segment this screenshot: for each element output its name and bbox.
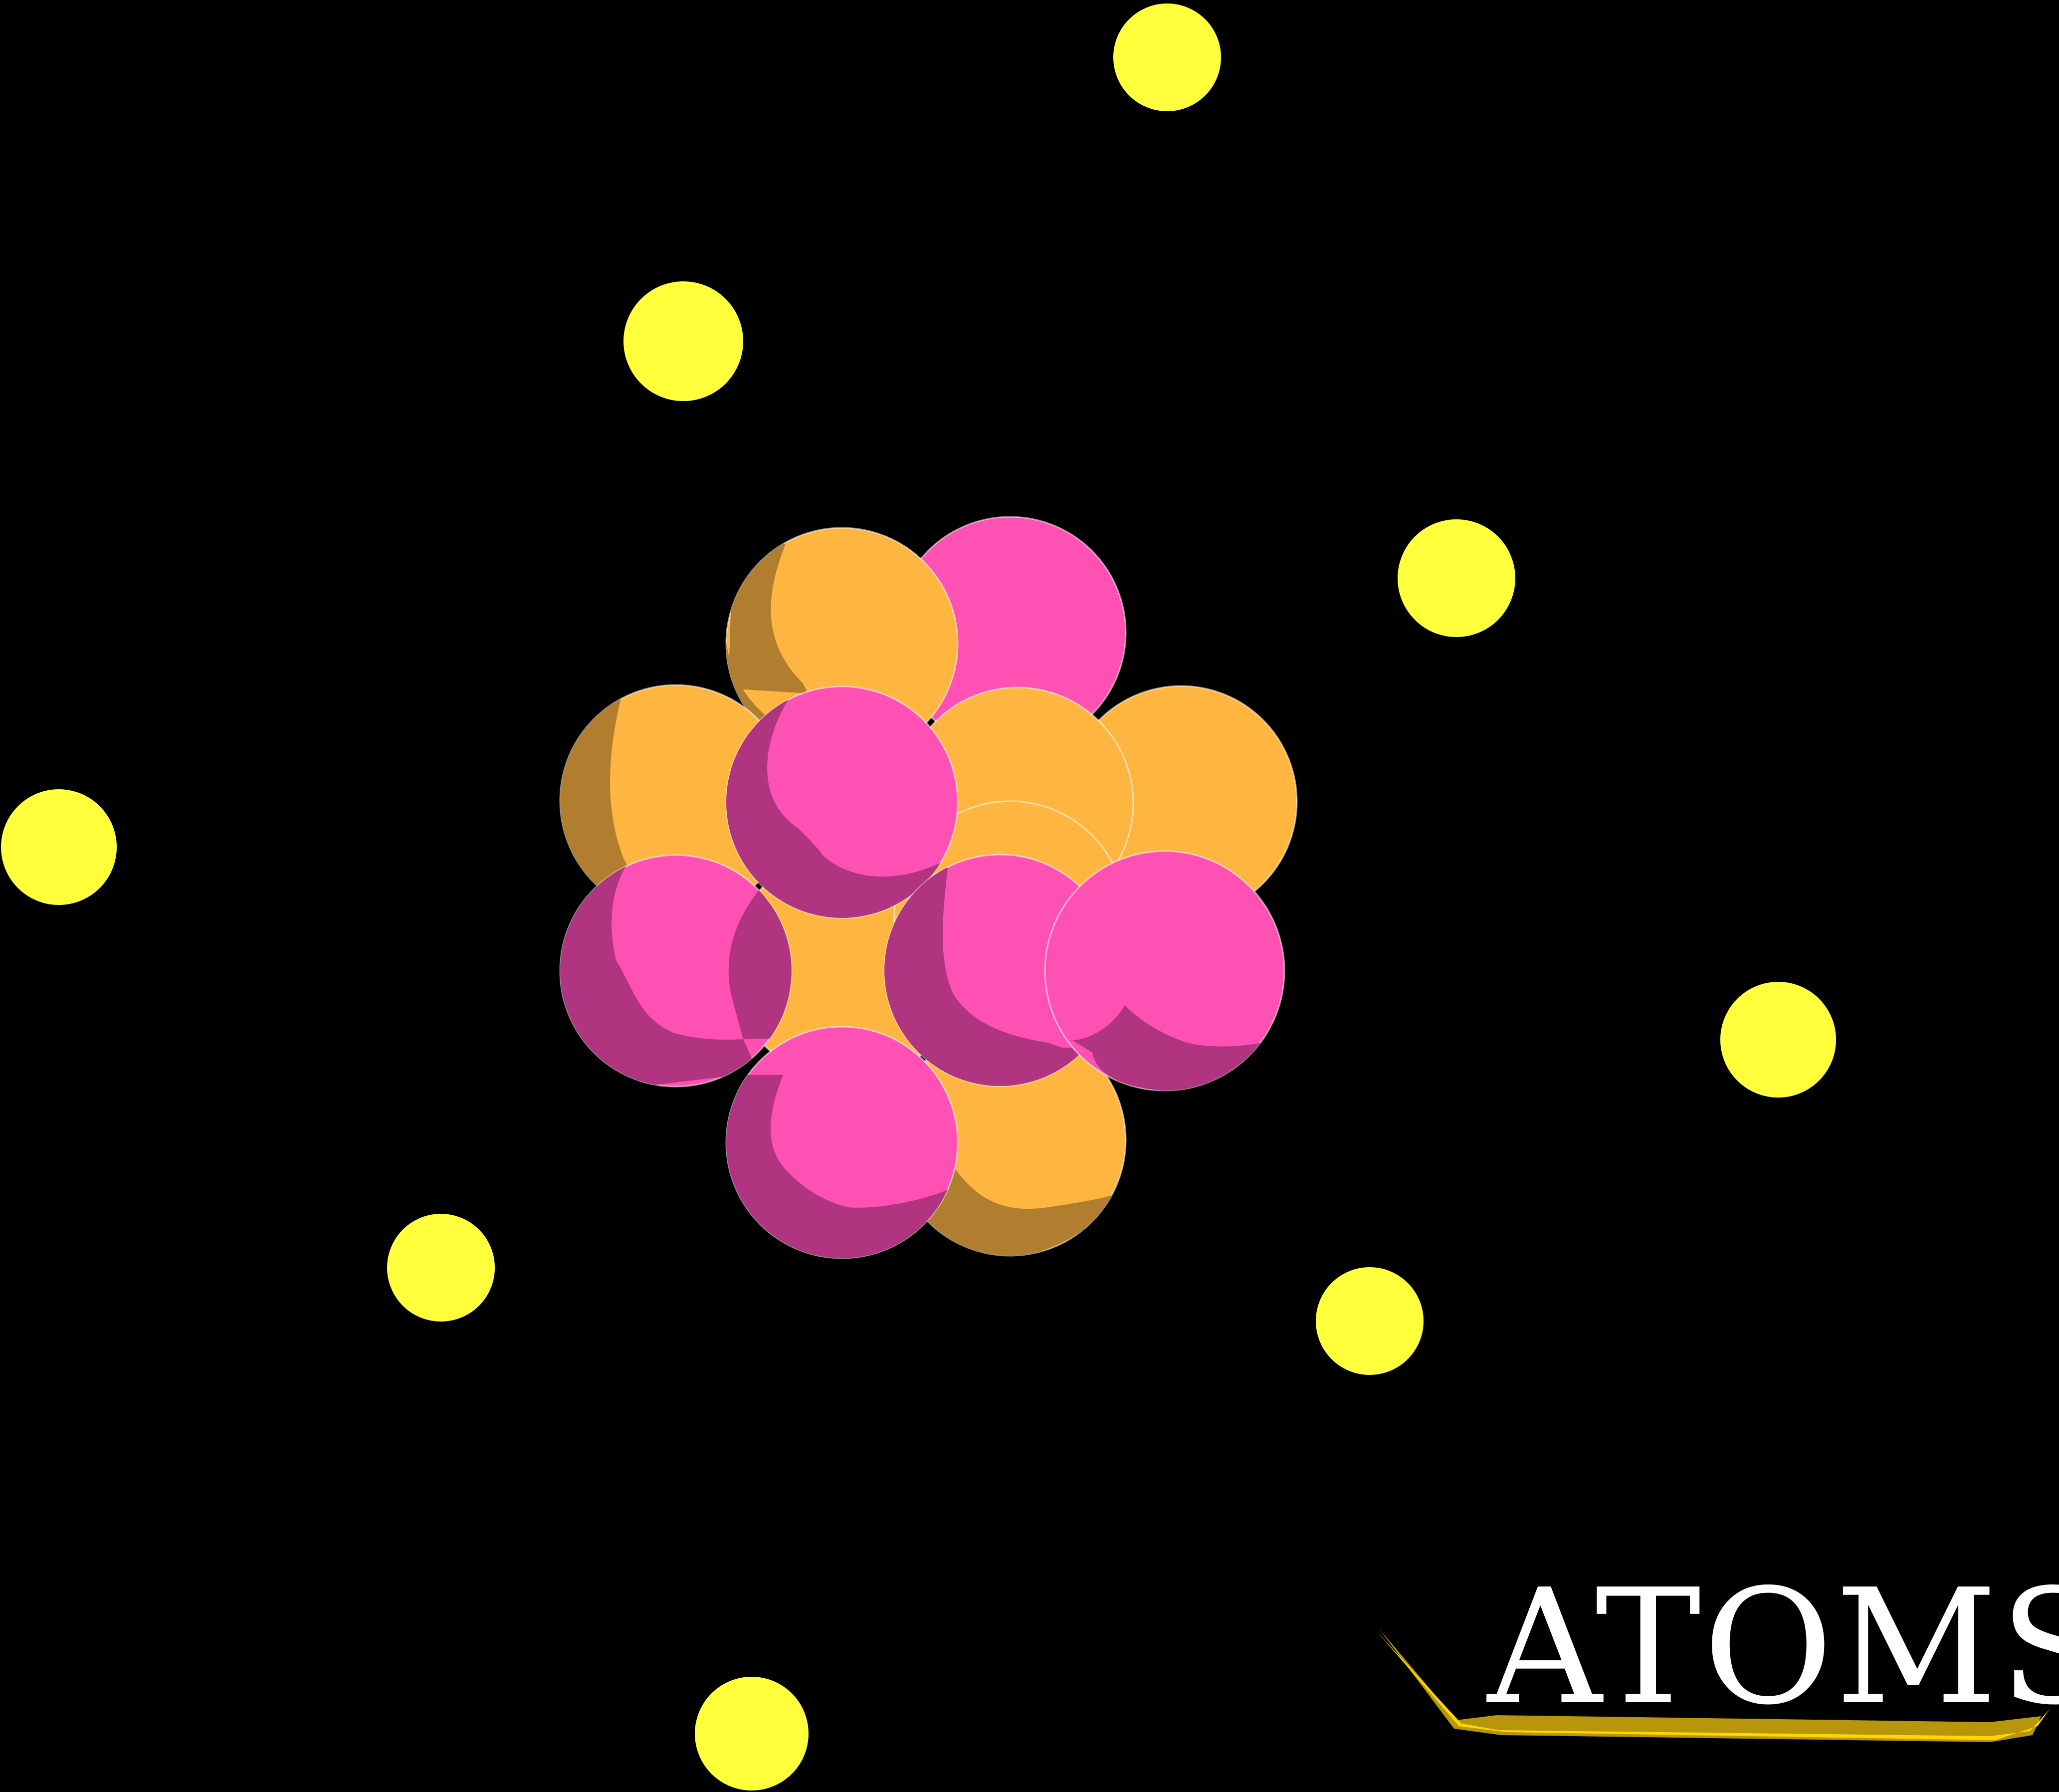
electrons xyxy=(0,1,1838,1792)
page-title: ATOMS xyxy=(1485,1555,2059,1740)
electron xyxy=(1718,980,1838,1100)
electron xyxy=(621,279,745,403)
nucleus xyxy=(559,516,1298,1259)
electron xyxy=(1314,1265,1426,1377)
title-group: ATOMS xyxy=(1377,1554,2059,1742)
electron xyxy=(1396,517,1517,639)
electron xyxy=(385,1212,497,1324)
title-underline-shadow xyxy=(1379,1629,2041,1742)
proton xyxy=(725,1026,959,1259)
proton xyxy=(1044,850,1285,1092)
electron xyxy=(1111,1,1223,113)
electron xyxy=(0,787,119,907)
electron xyxy=(693,1675,811,1792)
proton xyxy=(559,854,793,1088)
proton xyxy=(725,685,959,919)
